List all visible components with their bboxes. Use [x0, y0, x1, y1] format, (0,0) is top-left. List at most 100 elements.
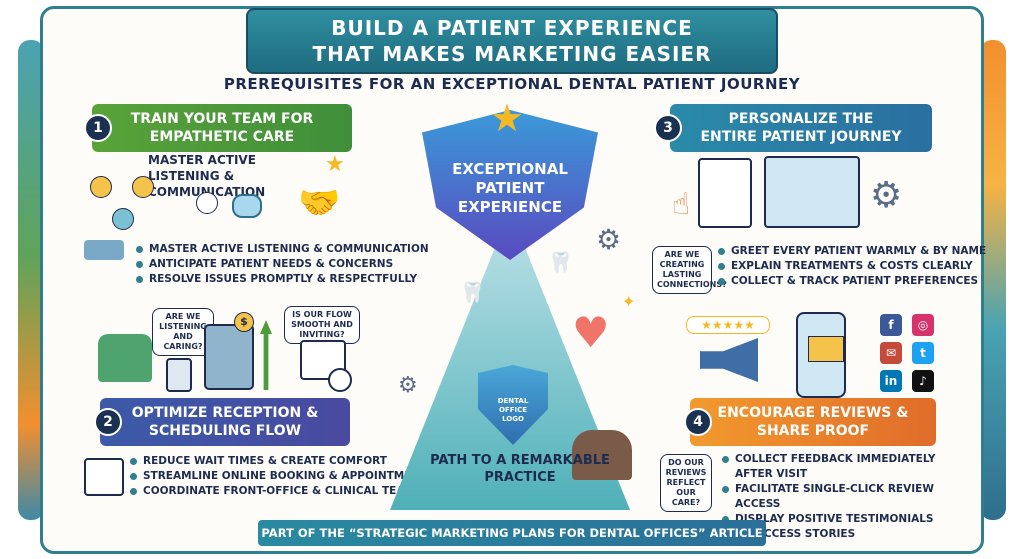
bullet-dot [130, 473, 137, 480]
logo-text: DENTAL OFFICE LOGO [497, 396, 529, 423]
dental-team-people-icon [572, 430, 632, 480]
bullet-text: STREAMLINE ONLINE BOOKING & APPOINTMENTS [143, 470, 435, 482]
subtitle: PREREQUISITES FOR AN EXCEPTIONAL DENTAL … [223, 75, 801, 93]
bullet-text: COLLECT & TRACK PATIENT PREFERENCES [731, 275, 979, 287]
star-icon: ✦ [622, 292, 636, 311]
bullet-text: DISPLAY POSITIVE TESTIMONIALS & SUCCESS … [735, 513, 934, 540]
bullet-text: FACILITATE SINGLE-CLICK REVIEW ACCESS [735, 483, 934, 510]
gear-icon: ⚙ [596, 223, 622, 256]
title-line-1: BUILD A PATIENT EXPERIENCE [331, 16, 693, 40]
bullet-item: EXPLAIN TREATMENTS & COSTS CLEARLY [718, 259, 986, 274]
bullet-dot [130, 488, 137, 495]
section-2-bubble-a: ARE WE LISTENING AND CARING? [152, 308, 214, 356]
section-1-header: TRAIN YOUR TEAM FOR EMPATHETIC CARE [92, 104, 352, 152]
calendar-clock-icon [84, 458, 124, 496]
section-4-header: ENCOURAGE REVIEWS & SHARE PROOF [690, 398, 936, 446]
bullet-item: FACILITATE SINGLE-CLICK REVIEW ACCESS [722, 482, 962, 512]
section-2-bullet-list: REDUCE WAIT TIMES & CREATE COMFORT STREA… [130, 454, 435, 499]
bullet-text: REDUCE WAIT TIMES & CREATE COMFORT [143, 455, 387, 467]
sad-face-icon [112, 208, 134, 230]
bullet-dot [136, 246, 143, 253]
bullet-item: STREAMLINE ONLINE BOOKING & APPOINTMENTS [130, 469, 435, 484]
section-2-title: OPTIMIZE RECEPTION & SCHEDULING FLOW [131, 405, 319, 439]
section-1-number: 1 [84, 114, 112, 142]
bullet-text: RESOLVE ISSUES PROMPTLY & RESPECTFULLY [149, 273, 418, 285]
shield-text: EXCEPTIONAL PATIENT EXPERIENCE [452, 159, 568, 216]
bullet-dot [718, 248, 725, 255]
bullet-dot [130, 458, 137, 465]
section-1-mini-title: MASTER ACTIVE LISTENING & COMMUNICATION [148, 153, 265, 199]
tooth-icon: 🦷 [548, 250, 573, 274]
hand-pointer-icon: ☝ [672, 187, 691, 222]
chat-bubble-icon [232, 194, 262, 218]
section-1-title: TRAIN YOUR TEAM FOR EMPATHETIC CARE [130, 111, 314, 145]
right-ribbon-decoration [980, 40, 1006, 520]
calculator-icon [204, 324, 254, 390]
coin-icon: $ [234, 312, 254, 332]
bullet-text: ANTICIPATE PATIENT NEEDS & CONCERNS [149, 258, 394, 270]
bullet-text: COORDINATE FRONT-OFFICE & CLINICAL TEAM [143, 485, 415, 497]
bullet-item: RESOLVE ISSUES PROMPTLY & RESPECTFULLY [136, 272, 429, 287]
section-3-number: 3 [654, 114, 682, 142]
star-icon: ★ [490, 96, 525, 140]
bullet-dot [722, 486, 729, 493]
five-star-rating: ★★★★★ [686, 316, 770, 334]
bullet-dot [136, 261, 143, 268]
bullet-text: COLLECT FEEDBACK IMMEDIATELY AFTER VISIT [735, 453, 936, 480]
clock-icon [328, 368, 352, 392]
bullet-item: MASTER ACTIVE LISTENING & COMMUNICATION [136, 242, 429, 257]
title-line-2: THAT MAKES MARKETING EASIER [312, 42, 712, 66]
left-ribbon-decoration [18, 40, 44, 520]
section-4-bullet-list: COLLECT FEEDBACK IMMEDIATELY AFTER VISIT… [722, 452, 962, 542]
bullet-item: COLLECT FEEDBACK IMMEDIATELY AFTER VISIT [722, 452, 962, 482]
section-1-bullet-list: MASTER ACTIVE LISTENING & COMMUNICATION … [136, 242, 429, 287]
email-icon: ✉ [880, 342, 902, 364]
heart-icon: ♥ [572, 308, 610, 357]
tiktok-icon: ♪ [912, 370, 934, 392]
gear-icon: ⚙ [398, 373, 418, 398]
envelope-icon [808, 336, 844, 362]
team-people-icon [84, 240, 124, 260]
handshake-icon: 🤝 [298, 183, 341, 223]
section-2-number: 2 [94, 408, 122, 436]
bullet-dot [718, 263, 725, 270]
instagram-icon: ◎ [912, 314, 934, 336]
bullet-dot [718, 278, 725, 285]
section-4-number: 4 [684, 408, 712, 436]
bullet-text: EXPLAIN TREATMENTS & COSTS CLEARLY [731, 260, 973, 272]
tablet-icon [166, 358, 192, 392]
bullet-text: MASTER ACTIVE LISTENING & COMMUNICATION [149, 243, 429, 255]
section-4-bubble: DO OUR REVIEWS REFLECT OUR CARE? [660, 454, 712, 512]
star-icon: ★ [325, 152, 345, 177]
section-3-bullet-list: GREET EVERY PATIENT WARMLY & BY NAME EXP… [718, 244, 986, 289]
tooth-icon: 🦷 [460, 280, 485, 304]
twitter-icon: t [912, 342, 934, 364]
armchair-icon [98, 334, 152, 382]
center-path-illustration: EXCEPTIONAL PATIENT EXPERIENCE ★ 🦷 🦷 DEN… [360, 96, 660, 510]
patient-profile-screen-icon [764, 156, 860, 228]
section-3-header: PERSONALIZE THE ENTIRE PATIENT JOURNEY [670, 104, 932, 152]
section-2-bubble-b: IS OUR FLOW SMOOTH AND INVITING? [284, 306, 360, 344]
bullet-item: REDUCE WAIT TIMES & CREATE COMFORT [130, 454, 435, 469]
bullet-dot [136, 276, 143, 283]
gears-icon: ⚙ [870, 175, 903, 216]
bullet-item: ANTICIPATE PATIENT NEEDS & CONCERNS [136, 257, 429, 272]
footer-banner: PART OF THE “STRATEGIC MARKETING PLANS F… [258, 520, 766, 546]
bullet-item: COORDINATE FRONT-OFFICE & CLINICAL TEAM [130, 484, 435, 499]
section-3-bubble: ARE WE CREATING LASTING CONNECTIONS? [652, 246, 727, 294]
section-2-header: OPTIMIZE RECEPTION & SCHEDULING FLOW [100, 398, 350, 446]
title-banner: BUILD A PATIENT EXPERIENCE THAT MAKES MA… [246, 8, 778, 74]
bullet-dot [722, 456, 729, 463]
smiley-face-icon [132, 176, 154, 198]
chat-bubble-face-icon [196, 192, 218, 214]
bullet-text: GREET EVERY PATIENT WARMLY & BY NAME [731, 245, 987, 257]
smiley-face-icon [90, 176, 112, 198]
section-3-title: PERSONALIZE THE ENTIRE PATIENT JOURNEY [700, 111, 902, 145]
linkedin-icon: in [880, 370, 902, 392]
bullet-item: GREET EVERY PATIENT WARMLY & BY NAME [718, 244, 986, 259]
bullet-dot [722, 516, 729, 523]
patient-profile-document-icon [698, 158, 752, 228]
bullet-item: COLLECT & TRACK PATIENT PREFERENCES [718, 274, 986, 289]
path-label: PATH TO A REMARKABLE PRACTICE [430, 453, 610, 485]
facebook-icon: f [880, 314, 902, 336]
